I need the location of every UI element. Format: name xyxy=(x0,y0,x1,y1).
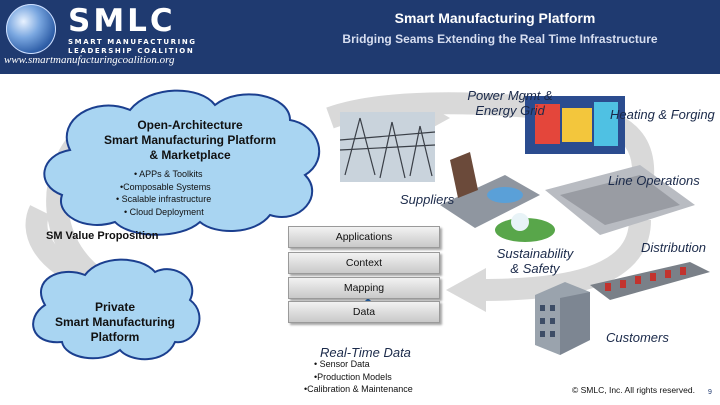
label-sustainability: Sustainability & Safety xyxy=(490,246,580,276)
label-power-line-1: Power Mgmt & xyxy=(467,88,553,103)
cloud-bottom-line-1: Private xyxy=(94,300,136,314)
line-operations-image xyxy=(545,165,695,235)
suppliers-image xyxy=(440,152,540,228)
stack-data[interactable]: Data xyxy=(288,301,440,323)
stack-applications[interactable]: Applications xyxy=(288,226,440,248)
logo-text: SMLC xyxy=(68,3,176,39)
stack-context[interactable]: Context xyxy=(288,252,440,274)
label-customers: Customers xyxy=(606,330,669,345)
label-line-operations: Line Operations xyxy=(608,173,700,188)
label-heating: Heating & Forging xyxy=(610,107,715,122)
cloud-bottom-shape xyxy=(32,258,201,361)
bullet-sensor: • Sensor Data xyxy=(314,359,370,369)
cycle-arrow-bottom xyxy=(479,219,651,301)
label-power-line-2: Energy Grid xyxy=(475,103,545,118)
stack-mapping[interactable]: Mapping xyxy=(288,277,440,299)
cycle-arrowhead-bottom xyxy=(446,268,486,312)
cloud-top-title: Open-Architecture Smart Manufacturing Pl… xyxy=(90,118,290,163)
label-power: Power Mgmt & Energy Grid xyxy=(455,88,565,118)
globe-logo-icon xyxy=(6,4,56,54)
header-bar xyxy=(0,0,720,74)
customers-building-image xyxy=(535,282,590,355)
smlc-logo: SMLC SMART MANUFACTURING LEADERSHIP COAL… xyxy=(68,4,197,56)
bullet-scalable: • Scalable infrastructure xyxy=(116,194,212,204)
bullet-production: •Production Models xyxy=(314,371,392,382)
page-title: Smart Manufacturing Platform xyxy=(394,10,596,26)
label-sustainability-line-2: & Safety xyxy=(510,261,560,276)
bullet-composable: •Composable Systems xyxy=(120,181,211,192)
sustainability-image xyxy=(495,213,555,242)
logo-subtitle-2: LEADERSHIP COALITION xyxy=(68,47,195,55)
bullet-cloud: • Cloud Deployment xyxy=(124,206,204,217)
logo-subtitle-1: SMART MANUFACTURING xyxy=(68,38,197,46)
cloud-top-shape xyxy=(43,89,321,236)
cloud-bottom-text: Private Smart Manufacturing Platform xyxy=(40,300,190,345)
realtime-bullets: • Sensor Data •Production Models •Calibr… xyxy=(304,358,413,396)
realtime-title: Real-Time Data xyxy=(320,345,411,360)
power-grid-image xyxy=(339,112,436,182)
label-sustainability-line-1: Sustainability xyxy=(496,246,574,261)
page-number: 9 xyxy=(708,389,712,396)
cloud-top-bullets: • APPs & Toolkits •Composable Systems • … xyxy=(116,168,246,218)
value-proposition-label: SM Value Proposition xyxy=(46,230,159,242)
page-subtitle: Bridging Seams Extending the Real Time I… xyxy=(342,32,658,46)
distribution-image xyxy=(590,262,710,300)
cloud-top-line-2: Smart Manufacturing Platform xyxy=(103,133,277,147)
label-suppliers: Suppliers xyxy=(400,192,455,207)
bullet-apps: • APPs & Toolkits xyxy=(134,169,203,179)
cloud-top-line-3: & Marketplace xyxy=(149,148,231,162)
cloud-bottom-line-2: Smart Manufacturing xyxy=(54,315,175,329)
cloud-bottom-line-3: Platform xyxy=(90,330,140,344)
website-url[interactable]: www.smartmanufacturingcoalition.org xyxy=(4,54,175,66)
label-distribution: Distribution xyxy=(641,240,707,255)
cloud-top-line-1: Open-Architecture xyxy=(137,118,243,132)
copyright-text: © SMLC, Inc. All rights reserved. xyxy=(572,385,695,395)
bullet-calibration: •Calibration & Maintenance xyxy=(304,384,413,394)
factory-heatmap-image xyxy=(525,96,625,154)
